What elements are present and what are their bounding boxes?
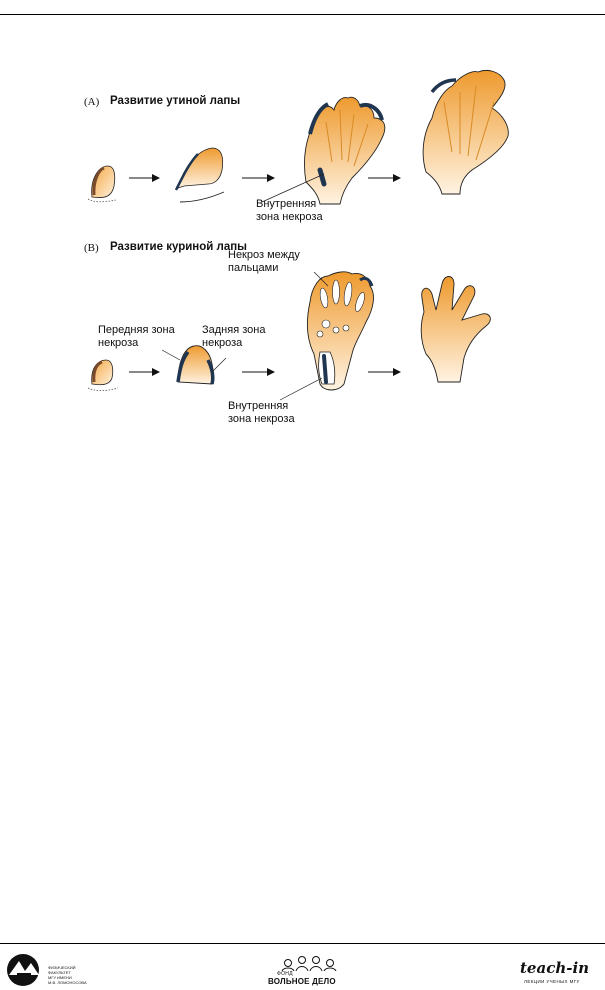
panel-b-inner-line2: зона некроза <box>228 413 295 425</box>
limb-development-figure: (A) Развитие утиной лапы Внутренняя зона… <box>84 62 584 434</box>
msu-text: ФИЗИЧЕСКИЙ ФАКУЛЬТЕТ МГУ ИМЕНИ М.В. ЛОМО… <box>48 965 94 985</box>
panel-b-between-line2: пальцами <box>228 262 279 274</box>
teach-in-subtitle: ЛЕКЦИИ УЧЕНЫХ МГУ <box>524 979 580 984</box>
fond-small-text: ФОНД <box>277 971 293 977</box>
panel-b-inner-necrosis-label: Внутренняя зона некроза <box>228 400 295 426</box>
panel-b-between-line1: Некроз между <box>228 249 300 261</box>
panel-b-anterior-label: Передняя зона некроза <box>98 324 175 350</box>
msu-line-4: М.В. ЛОМОНОСОВА <box>48 980 87 985</box>
panel-a-inner-necrosis-label: Внутренняя зона некроза <box>256 198 323 224</box>
chick-stage-4-foot <box>420 276 491 383</box>
msu-physics-logo-icon <box>7 954 39 986</box>
panel-b-posterior-label: Задняя зона некроза <box>202 324 265 350</box>
leader-b-between <box>313 271 329 287</box>
chick-stage-3-foot <box>306 271 374 391</box>
panel-a-title: Развитие утиной лапы <box>110 95 241 107</box>
panel-a-inner-line1: Внутренняя <box>256 198 317 210</box>
duck-stage-4-foot <box>422 69 509 195</box>
fond-name-text: ВОЛЬНОЕ ДЕЛО <box>268 977 336 986</box>
msu-line-3: МГУ ИМЕНИ <box>48 975 72 980</box>
panel-b-label: (B) <box>84 242 99 254</box>
duck-stage-3-foot <box>303 96 386 205</box>
chick-stage-2-paddle <box>176 345 215 385</box>
fond-people-icon <box>281 956 337 971</box>
duck-stage-1-bud <box>87 165 117 203</box>
panel-b-anterior-line2: некроза <box>98 337 139 349</box>
panel-b-posterior-line2: некроза <box>202 337 243 349</box>
panel-b-between-digits-label: Некроз между пальцами <box>228 249 300 275</box>
limb-development-illustration <box>87 69 509 401</box>
panel-b-inner-line1: Внутренняя <box>228 400 289 412</box>
panel-b-posterior-line1: Задняя зона <box>202 324 266 336</box>
chick-stage-1-bud <box>87 359 119 392</box>
teach-in-logo: teach-in <box>520 959 590 977</box>
msu-line-2: ФАКУЛЬТЕТ <box>48 970 71 975</box>
header-rule <box>0 14 605 15</box>
leader-b-anterior <box>161 349 181 361</box>
panel-b-anterior-line1: Передняя зона <box>98 324 175 336</box>
duck-stage-2-paddle <box>174 147 225 203</box>
leader-a-inner <box>261 173 325 203</box>
panel-b-title: Развитие куриной лапы <box>110 241 248 253</box>
leader-b-posterior <box>211 357 227 373</box>
panel-a-inner-line2: зона некроза <box>256 211 323 223</box>
footer-rule <box>0 943 605 944</box>
msu-line-1: ФИЗИЧЕСКИЙ <box>48 965 76 970</box>
panel-a-label: (A) <box>84 96 100 108</box>
leader-b-inner <box>279 377 323 401</box>
